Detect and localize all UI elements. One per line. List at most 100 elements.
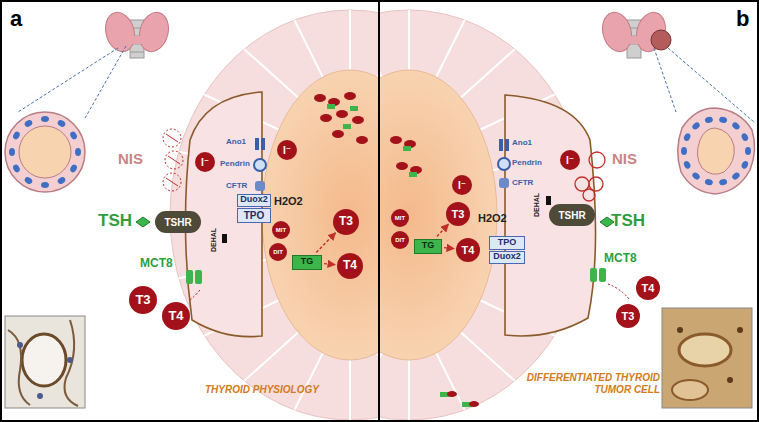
enzyme-box: Duox2 <box>237 194 271 207</box>
receptor-pill: TSHR <box>549 204 595 226</box>
label-text: DIFFERENTIATED THYROID TUMOR CELL <box>503 372 660 395</box>
molecule-circle: T3 <box>333 209 359 235</box>
cell-border <box>436 20 464 77</box>
dashed-arrow <box>324 264 335 265</box>
node-text: TSHR <box>558 210 585 221</box>
cell-border <box>461 49 515 98</box>
cell-nucleus <box>69 131 78 141</box>
molecule-circle: T3 <box>129 286 157 314</box>
dashed-arrow <box>444 248 454 249</box>
node-text: MIT <box>276 227 286 234</box>
cell-border <box>377 353 378 410</box>
molecule-circle: T3 <box>446 202 470 226</box>
molecule-circle: T4 <box>162 302 190 330</box>
protein-box: TG <box>292 255 322 270</box>
node-text: I⁻ <box>283 145 291 156</box>
cell-nucleus <box>41 116 49 122</box>
cell-nucleus <box>12 164 21 174</box>
cell-nucleus <box>740 160 749 170</box>
cell-border <box>461 332 515 381</box>
label-text: Ano1 <box>512 138 532 147</box>
molecule-circle: I⁻ <box>277 140 297 160</box>
cell-border <box>349 10 351 70</box>
cell-nucleus <box>57 119 67 128</box>
cell-nucleus <box>24 119 34 128</box>
label-text: Pendrin <box>512 158 542 167</box>
label-text: DEHAL <box>533 193 541 217</box>
cell-nucleus <box>691 121 701 131</box>
dashed-arrow <box>316 233 335 253</box>
enzyme-box: TPO <box>489 236 525 250</box>
label-text: TSH <box>611 211 645 231</box>
panel-letter: b <box>736 6 749 31</box>
molecule-circle: DIT <box>269 243 287 261</box>
membrane-channels <box>498 139 630 300</box>
cell-nucleus <box>683 132 692 142</box>
cell-nucleus <box>12 131 21 141</box>
cell-nucleus <box>75 148 81 156</box>
molecule-circle: I⁻ <box>560 150 580 170</box>
label-text: H2O2 <box>274 195 303 208</box>
cell-border <box>408 360 410 420</box>
node-text: I⁻ <box>458 180 466 191</box>
cell-nucleus <box>704 178 713 186</box>
node-text: Duox2 <box>240 195 268 205</box>
cell-border <box>244 49 298 98</box>
cell-border <box>380 353 382 410</box>
molecule-circle: T3 <box>616 304 640 328</box>
cell-nucleus <box>691 171 701 181</box>
label-text: NIS <box>612 150 637 167</box>
label-text: H2O2 <box>478 212 507 225</box>
molecule-circle: MIT <box>272 221 290 239</box>
follicle-icon <box>678 108 755 194</box>
cell-nucleus <box>731 121 741 131</box>
cell-nucleus <box>24 176 34 185</box>
cell-nucleus <box>69 164 78 174</box>
molecule-circle: T4 <box>456 238 480 262</box>
node-text: MIT <box>395 215 405 222</box>
molecule-circle: I⁻ <box>452 175 472 195</box>
label-text: TSH <box>98 211 132 231</box>
cell-border <box>294 353 322 410</box>
node-text: T4 <box>462 244 475 256</box>
cell-nucleus <box>41 182 49 188</box>
node-text: TG <box>422 241 435 251</box>
cell-nucleus <box>704 116 713 124</box>
node-text: T3 <box>339 215 353 228</box>
protein-box: TG <box>414 239 442 254</box>
cell-nucleus <box>9 148 15 156</box>
cell-border <box>349 360 351 420</box>
node-text: T3 <box>135 293 150 307</box>
node-text: T4 <box>168 309 183 323</box>
cell-nucleus <box>745 147 751 155</box>
micrograph <box>5 316 85 408</box>
label-text: Ano1 <box>226 137 246 146</box>
dashed-arrow <box>437 224 449 236</box>
molecule-circle: T4 <box>636 276 660 300</box>
cell-nucleus <box>719 178 728 186</box>
node-text: DIT <box>273 249 283 256</box>
node-text: TPO <box>244 210 265 221</box>
node-text: T4 <box>642 282 655 294</box>
cell-nucleus <box>719 116 728 124</box>
cell-border <box>436 353 464 410</box>
follicle-icon <box>5 112 85 192</box>
enzyme-box: Duox2 <box>489 251 525 264</box>
node-text: T4 <box>343 259 357 272</box>
node-text: T3 <box>622 310 635 322</box>
node-text: TPO <box>498 238 517 248</box>
molecule-circle: DIT <box>391 231 409 249</box>
label-text: DEHAL <box>210 228 218 252</box>
cell-nucleus <box>731 171 741 181</box>
receptor-pill: TSHR <box>155 211 201 233</box>
cell-nucleus <box>740 132 749 142</box>
node-text: T3 <box>452 208 465 220</box>
molecule-circle: T4 <box>337 253 363 279</box>
label-text: Pendrin <box>220 159 250 168</box>
cell-nucleus <box>57 176 67 185</box>
node-text: DIT <box>395 237 405 244</box>
membrane-channels <box>136 129 266 300</box>
label-text: CFTR <box>512 178 533 187</box>
label-text: MCT8 <box>140 257 173 271</box>
